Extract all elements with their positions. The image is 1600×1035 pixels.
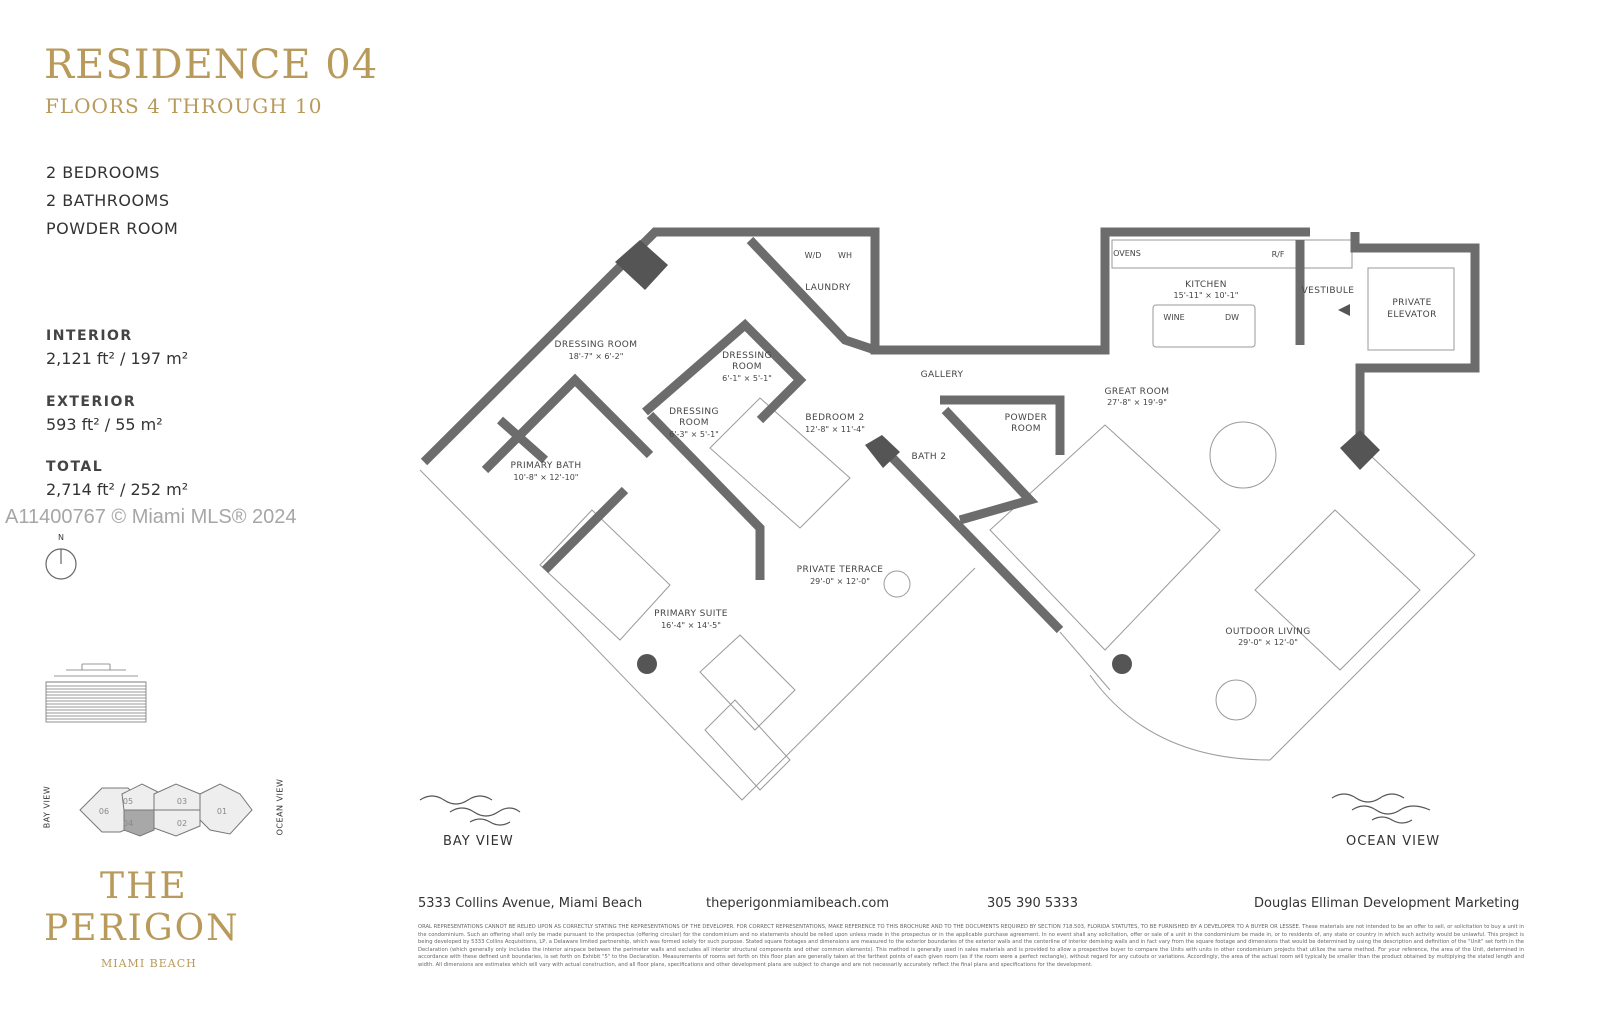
bay-view-label: BAY VIEW <box>443 834 514 849</box>
gallery-label: GALLERY <box>921 370 964 380</box>
keyplan-unit-01 <box>199 783 253 835</box>
room-dim: 29'-0" × 12'-0" <box>1238 638 1298 647</box>
outdoor-table <box>1215 679 1257 721</box>
elevator-arrow-icon <box>1338 304 1350 316</box>
room-name: DRESSING <box>669 407 719 417</box>
kitchen-island <box>1152 304 1256 348</box>
outdoor-rug <box>1254 509 1421 671</box>
column-round <box>1112 654 1132 674</box>
wall-powder <box>940 395 1065 455</box>
wall-left-wing <box>420 227 750 466</box>
feature-bathrooms: 2 BATHROOMS <box>46 191 170 210</box>
rf-label: R/F <box>1272 250 1285 259</box>
keyplan-label-06: 06 <box>99 807 109 816</box>
feature-bedrooms: 2 BEDROOMS <box>46 163 160 182</box>
total-value: 2,714 ft² / 252 m² <box>46 480 189 499</box>
room-name: KITCHEN <box>1185 280 1227 290</box>
elevator-label: ELEVATOR <box>1387 310 1436 320</box>
room-dim: 10'-8" × 12'-10" <box>514 473 579 482</box>
interior-value: 2,121 ft² / 197 m² <box>46 349 189 368</box>
wd-label: W/D <box>805 251 822 260</box>
room-dim: 16'-4" × 14'-5" <box>661 621 721 630</box>
elevator-label: PRIVATE <box>1392 298 1431 308</box>
great-room-rug <box>989 424 1221 651</box>
laundry-label: LAUNDRY <box>805 283 851 293</box>
column <box>1340 430 1380 470</box>
bath2-label: BATH 2 <box>912 452 947 462</box>
footer-website[interactable]: theperigonmiamibeach.com <box>706 896 890 911</box>
feature-powder-room: POWDER ROOM <box>46 219 179 238</box>
keyplan-unit-04 <box>123 809 155 837</box>
column-round <box>637 654 657 674</box>
exterior-value: 593 ft² / 55 m² <box>46 415 163 434</box>
residence-title: RESIDENCE 04 <box>44 42 379 88</box>
keyplan-label-02: 02 <box>177 819 187 828</box>
room-name: GREAT ROOM <box>1105 387 1170 397</box>
room-dim: 15'-11" × 10'-1" <box>1174 291 1239 300</box>
powder-label: ROOM <box>1011 424 1041 434</box>
footer-marketing: Douglas Elliman Development Marketing <box>1254 896 1520 911</box>
dw-label: DW <box>1225 313 1239 322</box>
compass: N <box>44 533 80 583</box>
compass-icon <box>45 548 77 580</box>
footer-address: 5333 Collins Avenue, Miami Beach <box>418 896 643 911</box>
room-dim: 6'-3" × 5'-1" <box>669 430 719 439</box>
room-dim: 29'-0" × 12'-0" <box>810 577 870 586</box>
room-name: OUTDOOR LIVING <box>1225 627 1310 637</box>
brand-perigon: PERIGON <box>44 908 240 949</box>
ovens-label: OVENS <box>1113 249 1141 258</box>
wave-icon <box>419 793 1431 826</box>
wh-label: WH <box>838 251 852 260</box>
wine-label: WINE <box>1163 313 1184 322</box>
floors-subtitle: FLOORS 4 THROUGH 10 <box>45 94 323 118</box>
room-name: PRIMARY BATH <box>511 461 582 471</box>
room-name: ROOM <box>732 362 762 372</box>
vestibule-label: VESTIBULE <box>1302 286 1355 296</box>
powder-label: POWDER <box>1005 413 1048 423</box>
wall-elevator <box>1350 232 1480 440</box>
keyplan: BAY VIEW OCEAN VIEW 06 05 04 03 02 01 <box>40 779 290 840</box>
compass-north-label: N <box>58 533 64 542</box>
keyplan-label-05: 05 <box>123 797 133 806</box>
room-dim: 6'-1" × 5'-1" <box>722 374 772 383</box>
brand-miami-beach: MIAMI BEACH <box>101 957 197 970</box>
private-elevator-cab <box>1367 267 1455 351</box>
room-name: PRIMARY SUITE <box>654 609 728 619</box>
outdoor-living-outline <box>1089 554 1476 761</box>
primary-suite-window <box>419 469 581 633</box>
column <box>615 240 668 290</box>
footer-phone: 305 390 5333 <box>987 896 1078 911</box>
legal-disclaimer: ORAL REPRESENTATIONS CANNOT BE RELIED UP… <box>418 924 1524 968</box>
room-name: PRIVATE TERRACE <box>797 565 884 575</box>
bedroom2-rug <box>709 397 851 529</box>
room-dim: 12'-8" × 11'-4" <box>805 425 865 434</box>
keyplan-label-01: 01 <box>217 807 227 816</box>
keyplan-label-04: 04 <box>123 819 133 828</box>
wall-bath2-diagonal <box>876 441 1064 634</box>
dining-table <box>1209 421 1277 489</box>
keyplan-label-03: 03 <box>177 797 187 806</box>
room-name: DRESSING ROOM <box>555 340 638 350</box>
room-dim: 27'-8" × 19'-9" <box>1107 398 1167 407</box>
room-name: ROOM <box>679 418 709 428</box>
exterior-label: EXTERIOR <box>46 394 137 410</box>
ocean-view-label: OCEAN VIEW <box>1346 834 1441 849</box>
building-elevation-icon <box>45 663 147 723</box>
mls-watermark: A11400767 © Miami MLS® 2024 <box>5 506 297 528</box>
interior-label: INTERIOR <box>46 328 133 344</box>
total-label: TOTAL <box>46 459 104 475</box>
keyplan-unit-02 <box>153 809 201 837</box>
wall-north <box>750 227 1310 355</box>
room-name: BEDROOM 2 <box>805 413 864 423</box>
private-terrace-outline <box>579 567 976 801</box>
wall-dressing <box>642 318 807 424</box>
room-name: DRESSING <box>722 351 772 361</box>
brand-the: THE <box>100 866 188 907</box>
wall-primary-bath <box>481 373 654 474</box>
room-dim: 18'-7" × 6'-2" <box>569 352 624 361</box>
